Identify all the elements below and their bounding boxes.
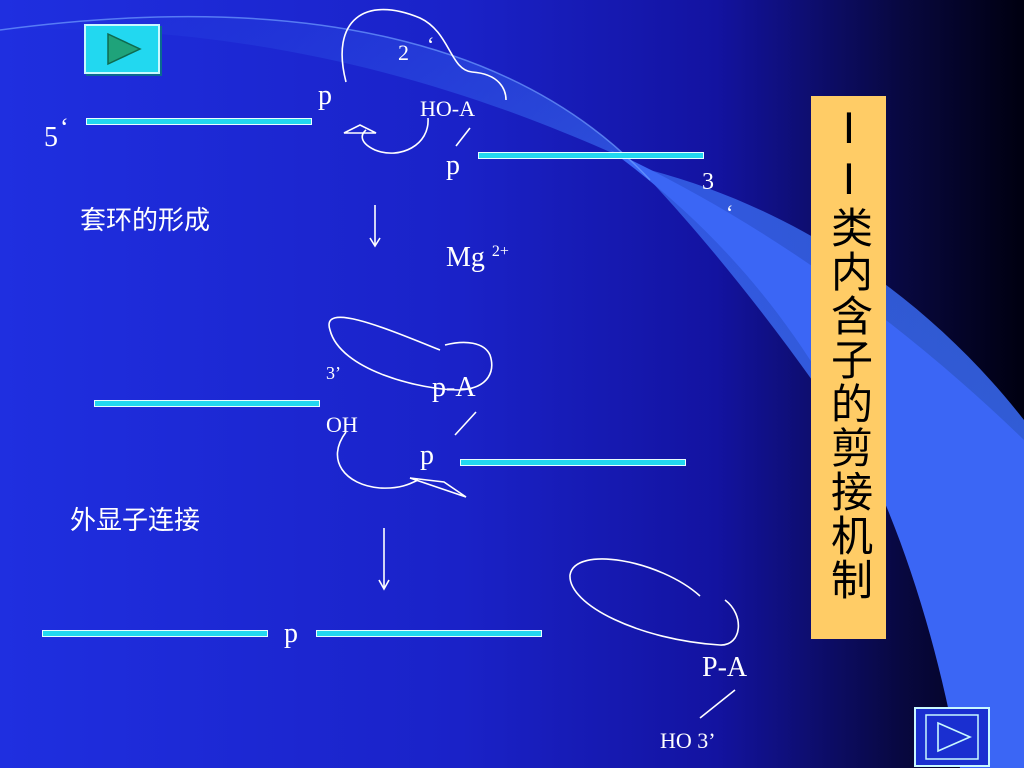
- exon1-strand-middle: [94, 400, 320, 407]
- vertical-title-box: II类内含子的剪接机制: [811, 96, 886, 639]
- p-a-tail-connector: [699, 689, 736, 719]
- intron-curl-top: [361, 117, 429, 154]
- oh-curl: [336, 431, 419, 489]
- next-icon: [925, 714, 979, 760]
- exon2-strand-bottom: [316, 630, 542, 637]
- label-p2: p: [446, 150, 460, 181]
- lariat-loop-middle: [328, 316, 493, 391]
- lariat-loop-bottom: [569, 558, 740, 646]
- play-icon: [107, 32, 142, 66]
- play-button[interactable]: [84, 24, 160, 74]
- step1-label: 套环的形成: [80, 206, 211, 236]
- label-p-a: p-A: [432, 372, 476, 403]
- label-five-prime: 5‘: [44, 113, 69, 153]
- label-p-a-cap: P-A: [702, 652, 748, 683]
- label-two-prime: 2‘: [398, 32, 435, 65]
- label-three-prime-2: 3’: [326, 363, 341, 383]
- label-three-prime-mark: ‘: [726, 200, 734, 225]
- label-three-prime: 3: [702, 169, 714, 195]
- exon2-strand-top: [478, 152, 704, 159]
- exon2-strand-middle: [460, 459, 686, 466]
- label-p4: p: [284, 618, 298, 649]
- label-p1: p: [318, 80, 332, 111]
- exon1-strand-top: [86, 118, 312, 125]
- intron-loop-top: [341, 8, 507, 101]
- label-oh: OH: [326, 412, 358, 437]
- arrowhead-middle: [409, 477, 467, 498]
- label-p3: p: [420, 440, 434, 471]
- arrowhead-top: [343, 124, 377, 134]
- step2-label: 外显子连接: [70, 506, 201, 536]
- ho-a-connector: [455, 127, 471, 147]
- page-title: II类内含子的剪接机制: [824, 104, 874, 602]
- label-mg: Mg 2+: [446, 242, 509, 273]
- label-ho3: HO 3’: [660, 728, 716, 753]
- label-ho-a: HO-A: [420, 96, 475, 121]
- exon1-strand-bottom: [42, 630, 268, 637]
- next-button[interactable]: [914, 707, 990, 767]
- p-a-connector: [454, 411, 477, 436]
